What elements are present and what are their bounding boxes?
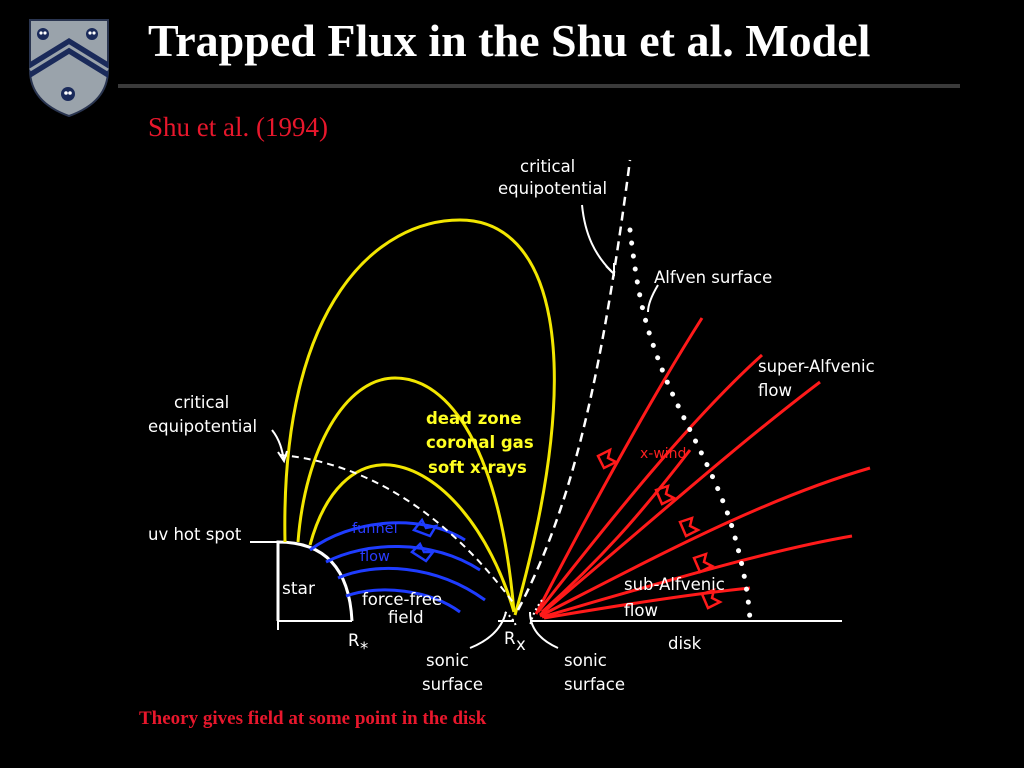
shield-chevron-inner [29, 44, 109, 72]
blue-line-1 [309, 521, 466, 552]
label-disk: disk [668, 634, 702, 653]
wind-arrow-icon [692, 552, 715, 574]
label-sonic-right-1: sonic [564, 651, 607, 670]
label-sub-alfvenic-2: flow [624, 601, 658, 620]
wind-field-lines [534, 317, 871, 620]
pointer-sonic-left [469, 611, 507, 649]
critical-equipotential-right-line [516, 159, 632, 611]
label-force-free-2: field [388, 608, 424, 627]
red-line-4 [539, 466, 871, 618]
red-line-3 [539, 380, 821, 617]
label-critical-top-2: equipotential [498, 179, 607, 198]
label-uv-hot-spot: uv hot spot [148, 525, 242, 544]
funnel-arrow-icon [411, 517, 439, 538]
yellow-loop-middle [296, 376, 516, 613]
blue-line-3 [337, 566, 486, 602]
funnel-arrows [410, 517, 439, 563]
red-line-7 [540, 449, 692, 614]
label-critical-left-1: critical [174, 393, 229, 412]
yellow-loop-inner [308, 463, 516, 613]
wind-arrow-icon [700, 588, 723, 610]
shu-model-diagram: critical equipotential Alfven surface su… [148, 157, 875, 694]
label-r-x: R [504, 629, 515, 648]
red-line-5 [541, 534, 853, 619]
label-sonic-right-2: surface [564, 675, 625, 694]
rice-shield-logo [29, 19, 109, 118]
citation-text: Shu et al. (1994) [148, 112, 328, 142]
label-alfven-surface: Alfven surface [654, 268, 772, 287]
red-line-1 [534, 317, 704, 615]
wind-arrow-icon [596, 447, 619, 470]
label-dead-zone-3: soft x-rays [428, 458, 527, 477]
slide-title: Trapped Flux in the Shu et al. Model [148, 15, 871, 66]
label-r-star: R [348, 631, 359, 650]
label-r-star-sub: * [360, 639, 368, 658]
label-r-x-sub: x [516, 635, 526, 654]
red-line-6 [543, 586, 751, 620]
pointer-critical-left [271, 429, 285, 461]
pointer-arrow-icon [277, 450, 288, 464]
label-super-alfvenic-2: flow [758, 381, 792, 400]
label-critical-top-1: critical [520, 157, 575, 176]
label-sonic-left-2: surface [422, 675, 483, 694]
label-dead-zone-2: coronal gas [426, 433, 534, 452]
label-super-alfvenic-1: super-Alfvenic [758, 357, 875, 376]
wind-arrows [596, 447, 723, 610]
label-force-free-1: force-free [362, 590, 442, 609]
blue-line-2 [325, 544, 481, 572]
sonic-marker-right [529, 599, 543, 627]
label-critical-left-2: equipotential [148, 417, 257, 436]
funnel-field-lines [309, 521, 486, 614]
yellow-loop-outer [283, 218, 556, 616]
funnel-arrow-icon [410, 541, 436, 563]
label-sonic-left-1: sonic [426, 651, 469, 670]
label-star: star [282, 579, 315, 599]
slide-caption: Theory gives field at some point in the … [139, 708, 487, 729]
title-divider [118, 84, 960, 88]
sonic-marker-left [504, 611, 517, 627]
pointer-arrow-icon [605, 263, 615, 277]
red-line-2 [536, 353, 764, 613]
label-x-wind: x-wind [640, 446, 686, 462]
wind-arrow-icon [654, 484, 677, 506]
label-sub-alfvenic-1: sub-Alfvenic [624, 575, 725, 594]
shield-icon [29, 19, 109, 118]
blue-line-4 [345, 588, 461, 614]
closed-field-loops [283, 218, 556, 616]
wind-arrow-icon [678, 516, 701, 538]
critical-equipotential-left-line [279, 454, 516, 606]
label-dead-zone-1: dead zone [426, 409, 522, 428]
owl-icon [37, 28, 98, 101]
pointer-sonic-right [529, 611, 559, 649]
star-body [276, 540, 354, 622]
label-funnel: funnel [352, 521, 398, 537]
pointer-critical-top [581, 204, 613, 273]
label-flow: flow [360, 549, 390, 565]
pointer-alfven [647, 284, 659, 313]
